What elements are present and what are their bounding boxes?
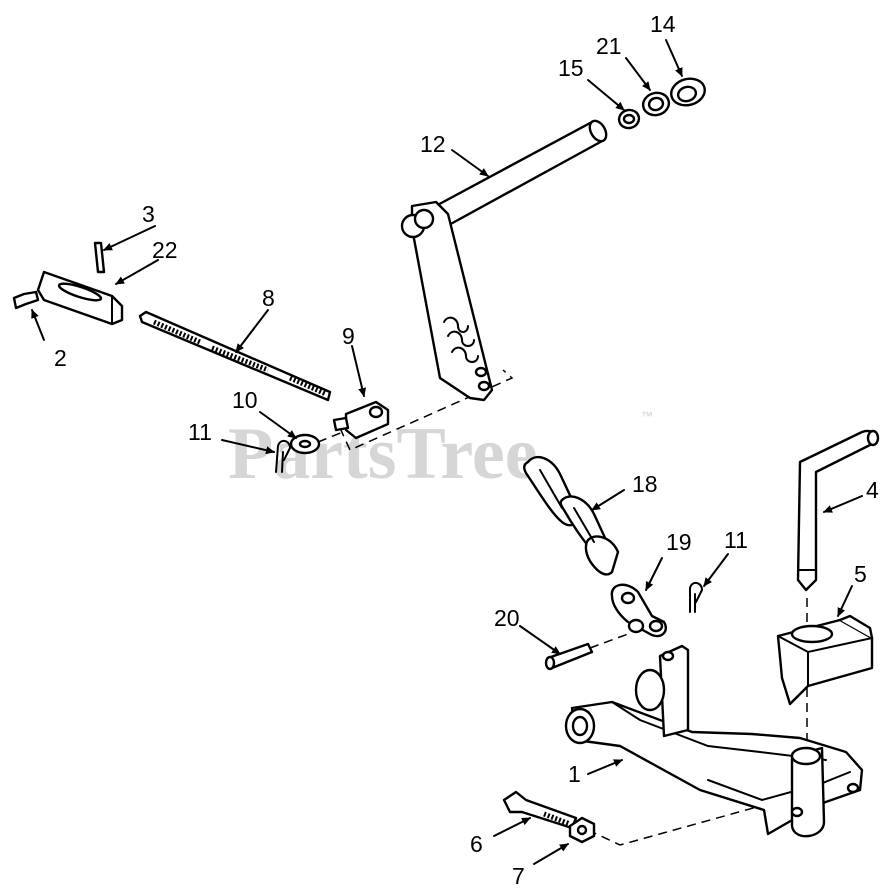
callout-22: 22 (152, 237, 178, 263)
leader-lines (31, 39, 863, 865)
callout-3: 3 (142, 201, 155, 227)
callout-2: 2 (54, 345, 67, 371)
callout-11-right: 11 (724, 527, 748, 553)
part-cotter-pin-3 (93, 241, 106, 274)
callout-1: 1 (568, 761, 581, 787)
callout-12: 12 (420, 131, 446, 157)
part-bracket (776, 614, 874, 706)
part-washer-21 (641, 91, 671, 117)
callout-15: 15 (558, 55, 584, 81)
part-swivel (332, 400, 390, 440)
callout-14: 14 (650, 11, 676, 37)
callout-8: 8 (262, 285, 275, 311)
alignment-line-nut (587, 799, 783, 846)
part-hairpin-clip-left (275, 440, 292, 473)
part-nut (568, 816, 596, 844)
callout-7: 7 (512, 863, 525, 889)
part-threaded-rod (138, 310, 332, 402)
callout-6: 6 (470, 831, 483, 857)
part-link (610, 583, 667, 638)
callout-labels: 3 22 2 8 9 10 11 12 15 21 14 18 19 11 20… (54, 11, 879, 889)
part-clevis (36, 270, 124, 326)
watermark: PartsTree ™ (228, 409, 653, 495)
part-lift-shaft (400, 119, 608, 402)
callout-19: 19 (666, 529, 692, 555)
part-retaining-ring (617, 108, 641, 130)
part-hitch-frame (564, 644, 864, 838)
callout-20: 20 (494, 605, 520, 631)
part-chain (523, 455, 620, 576)
part-lock-handle (796, 429, 880, 592)
part-hairpin-clip-right (689, 582, 704, 613)
part-clevis-pin-2 (12, 290, 40, 310)
part-washer-10 (289, 433, 321, 455)
callout-10: 10 (232, 387, 258, 413)
part-bolt (502, 790, 578, 830)
alignment-line-washer (317, 429, 349, 443)
callout-21: 21 (596, 33, 622, 59)
part-clevis-pin-20 (544, 642, 594, 671)
callout-9: 9 (342, 323, 355, 349)
alignment-line-pin (589, 633, 629, 649)
part-bushing (670, 77, 706, 107)
callout-5: 5 (854, 561, 867, 587)
watermark-trademark: ™ (641, 409, 653, 423)
callout-11-left: 11 (188, 419, 212, 445)
alignment-line-rod (339, 369, 514, 451)
callout-4: 4 (866, 477, 879, 503)
callout-18: 18 (632, 471, 658, 497)
